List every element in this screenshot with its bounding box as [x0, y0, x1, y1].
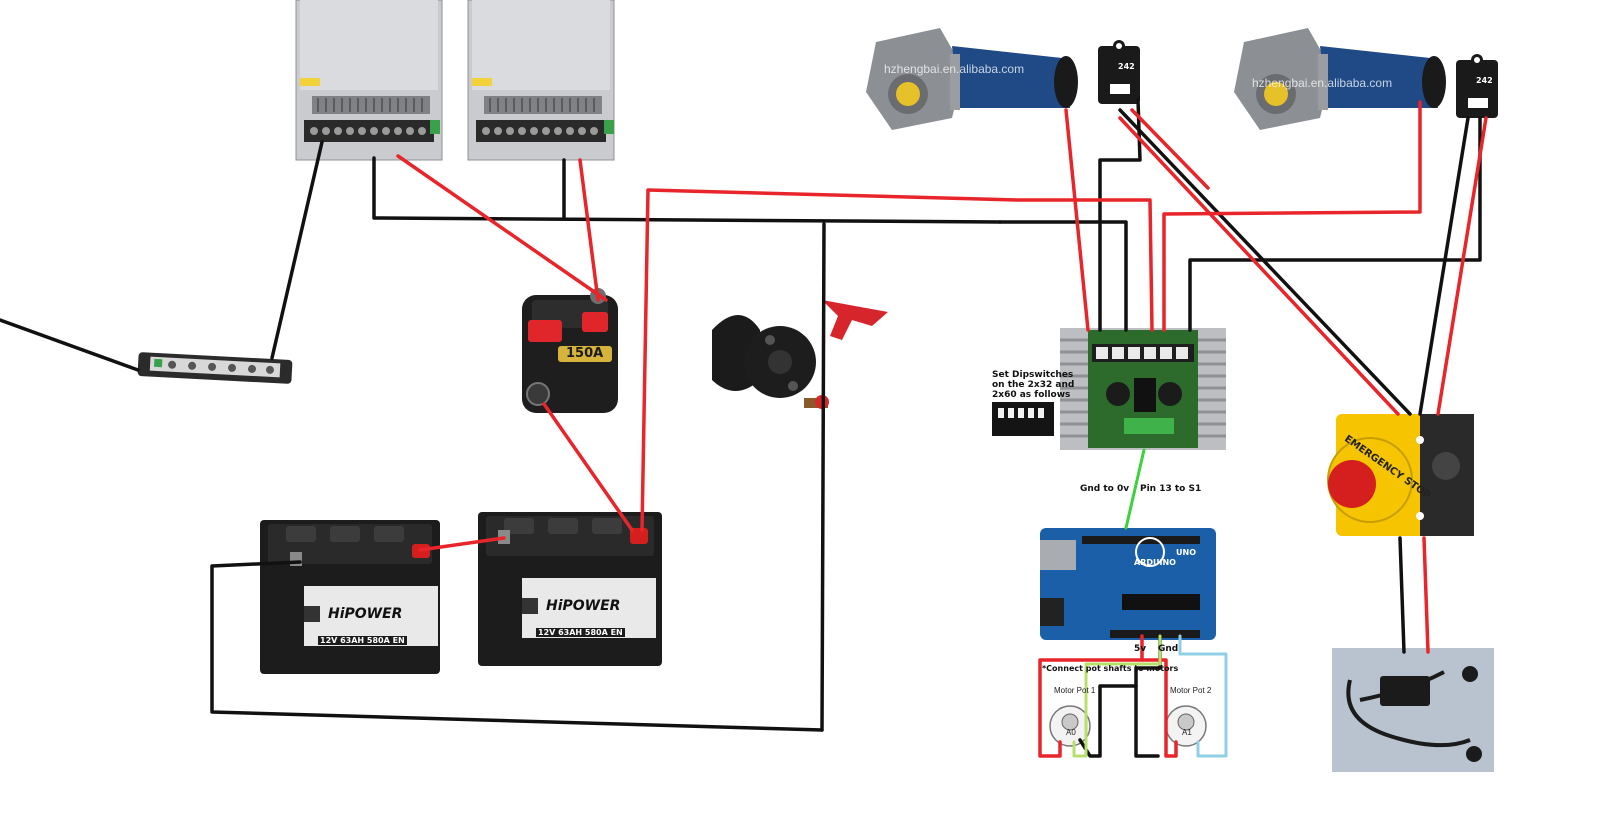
battery-2-brand: HiPOWER: [546, 598, 621, 614]
wire-motor1-to-driver: [1064, 108, 1090, 332]
gear-motor-1: [866, 28, 1078, 130]
motor-pot-1: [1049, 705, 1091, 747]
wire-breaker-to-battery: [542, 402, 634, 532]
dipswitch-note-line3: 2x60 as follows: [992, 390, 1071, 400]
wire-pin13-to-s1: [1124, 448, 1146, 530]
wire-psu1-to-breaker: [396, 154, 608, 302]
battery-isolator-switch: [712, 300, 888, 409]
wire-arduino-gnd-lightgreen: [1072, 634, 1162, 758]
motor-driver-board: [1060, 328, 1226, 450]
gnd-to-0v-label: Gnd to 0v: [1080, 484, 1130, 494]
wire-arduino-gnd: [1134, 634, 1162, 758]
wire-psu-neg-bus: [372, 156, 1002, 224]
wire-bus-down: [820, 222, 826, 732]
wire-relay2-driver: [1188, 116, 1482, 332]
wire-arduino-5v: [1038, 634, 1144, 758]
dipswitch-note-line1: Set Dipswitches: [992, 370, 1074, 380]
motor-pot-2-label: Motor Pot 2: [1170, 686, 1212, 695]
battery-1-brand: HiPOWER: [328, 606, 403, 622]
power-strip: [137, 352, 293, 384]
wire-psu2-to-breaker: [578, 158, 600, 302]
wire-mains-lead: [0, 318, 140, 372]
battery-1: [260, 520, 440, 674]
pot-note-label: *Connect pot shafts to motors: [1042, 664, 1179, 673]
watermark-1: hzhengbai.en.alibaba.com: [884, 62, 1025, 76]
pot-1-pin-label: A0: [1066, 728, 1076, 737]
relay-2-code: 242: [1476, 76, 1493, 85]
dip-switch-block: [992, 402, 1054, 436]
power-supply-1: [295, 0, 443, 161]
battery-1-spec: 12V 63AH 580A EN: [318, 636, 407, 645]
relay-1: [1098, 40, 1140, 104]
relay-1-code: 242: [1118, 62, 1135, 71]
dipswitch-note-line2: on the 2x32 and: [992, 380, 1075, 390]
arduino-5v-label: 5v: [1134, 644, 1147, 654]
battery-2-spec: 12V 63AH 580A EN: [536, 628, 625, 637]
breaker-rating-label: 150A: [566, 346, 604, 361]
wire-battery-to-bus: [640, 188, 1154, 532]
power-supply-2: [467, 0, 615, 161]
wire-relay1-red: [1130, 108, 1210, 190]
wire-bus-to-driver: [998, 220, 1128, 332]
signal-wires: [1072, 448, 1228, 758]
gear-motor-2: [1234, 28, 1446, 130]
watermark-2: hzhengbai.en.alibaba.com: [1252, 76, 1393, 90]
red-positive-wires: [396, 100, 1488, 758]
wire-a1-lightblue: [1178, 634, 1228, 758]
wire-estop-adapter: [1398, 536, 1406, 654]
motor-pot-2: [1165, 705, 1207, 747]
wire-pot2-5v: [1140, 658, 1178, 758]
arduino-gnd-label: Gnd: [1158, 644, 1179, 654]
wire-battery-link: [418, 536, 506, 552]
wire-motor2-feed: [1162, 100, 1422, 332]
emergency-stop-box: [1327, 414, 1474, 536]
power-adapter: [1332, 648, 1494, 772]
wire-relay1-estop: [1118, 108, 1412, 416]
arduino-brand-label: ARDUINO: [1134, 558, 1176, 567]
wire-relay2-estop: [1418, 116, 1470, 416]
wire-psu1-to-strip: [270, 140, 324, 360]
pin13-to-s1-label: Pin 13 to S1: [1140, 484, 1202, 494]
battery-2: [478, 512, 662, 666]
pot-2-pin-label: A1: [1182, 728, 1192, 737]
circuit-breaker: [522, 288, 618, 413]
wire-relay2-to-estop: [1436, 116, 1488, 416]
black-ground-wires: [0, 98, 1482, 758]
wire-relay1-to-estop: [1118, 116, 1400, 416]
relay-2: [1456, 54, 1498, 118]
wire-battery-return: [210, 560, 824, 732]
arduino-uno-board: [1040, 528, 1216, 640]
arduino-model-label: UNO: [1176, 548, 1196, 557]
wire-estop-to-adapter-red: [1422, 536, 1430, 654]
motor-pot-1-label: Motor Pot 1: [1054, 686, 1096, 695]
